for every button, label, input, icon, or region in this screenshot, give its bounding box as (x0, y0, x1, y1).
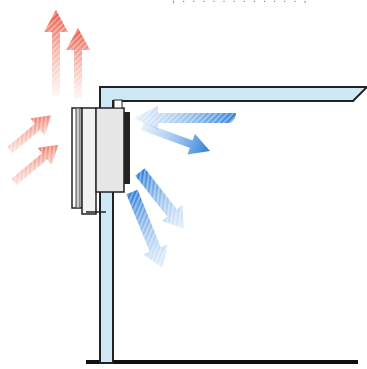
cool-supply-arrow-1 (135, 168, 185, 229)
building-wall (99, 86, 367, 364)
warm-exhaust-arrow-1 (44, 10, 68, 96)
cutoff-header-text: , . . . . . . . . . . . . ; (172, 0, 309, 5)
cool-supply-arrow-2 (126, 189, 168, 269)
air-curtain-unit (71, 99, 130, 215)
floor-line (86, 360, 358, 364)
warm-intake-arrow-1 (7, 115, 52, 154)
warm-exhaust-arrow-2 (66, 28, 90, 98)
cool-return-arrow-2 (140, 122, 210, 155)
cool-return-arrow-1 (134, 106, 236, 130)
warm-intake-arrow-2 (11, 144, 59, 186)
